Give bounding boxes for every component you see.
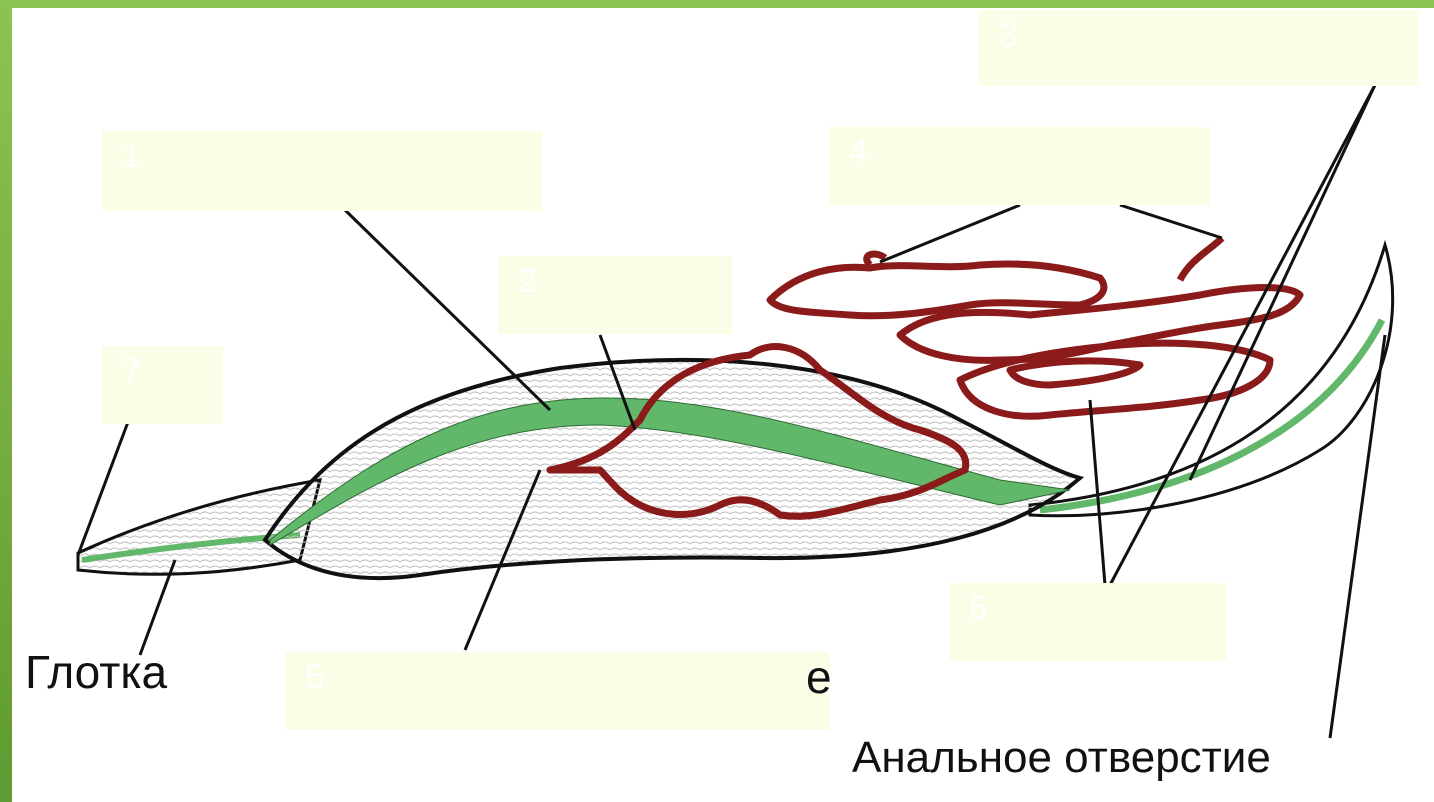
label-box-4: 4 [829,127,1210,205]
label-number-1: 1 [122,137,141,175]
caption-anus: Анальное отверстие [852,733,1271,783]
label-box-1: 1 [102,131,542,211]
label-number-4: 4 [849,133,868,171]
label-number-6: 6 [969,589,988,627]
label-number-5: 5 [305,658,324,696]
label-number-3: 3 [999,16,1018,54]
label-number-7: 7 [122,352,141,390]
caption-pharynx: Глотка [25,645,167,699]
label-box-6: 6 [949,583,1227,661]
label-box-7: 7 [102,346,223,424]
caption-partial: е [806,650,832,704]
label-box-2: 2 [498,256,732,334]
label-number-2: 2 [518,262,537,300]
label-box-3: 3 [979,10,1419,86]
label-box-5: 5 [285,652,829,730]
